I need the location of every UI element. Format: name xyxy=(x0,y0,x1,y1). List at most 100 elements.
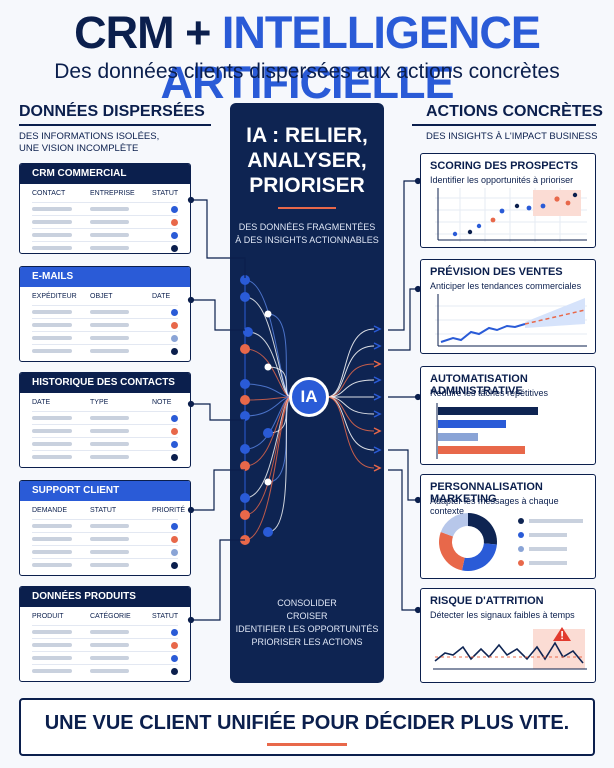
status-dot xyxy=(171,334,179,342)
card-title: PERSONNALISATION MARKETING xyxy=(430,481,543,505)
placeholder-bar xyxy=(32,246,72,250)
placeholder-bar xyxy=(32,336,72,340)
data-node xyxy=(240,461,250,471)
placeholder-bar xyxy=(32,323,72,327)
left-connector xyxy=(191,299,245,331)
placeholder-bar xyxy=(89,643,130,647)
center-subtitle-line-2: À DES INSIGHTS ACTIONNABLES xyxy=(235,235,379,245)
placeholder-bar xyxy=(89,630,130,634)
connector-dot xyxy=(187,400,195,408)
placeholder-bar xyxy=(32,220,72,224)
bar-chart-icon xyxy=(436,403,538,459)
right-subheading: DES INSIGHTS À L'IMPACT BUSINESS xyxy=(426,131,598,142)
card-title: RISQUE D'ATTRITION xyxy=(430,595,544,607)
card-title: SUPPORT CLIENT xyxy=(20,481,190,501)
placeholder-bar xyxy=(32,550,72,554)
footer-text: UNE VUE CLIENT UNIFIÉE POUR DÉCIDER PLUS… xyxy=(44,712,570,734)
status-dot xyxy=(171,440,179,448)
status-dot xyxy=(171,667,179,675)
table-row xyxy=(32,344,179,357)
card-title: CRM COMMERCIAL xyxy=(20,164,190,184)
card-title: PRÉVISION DES VENTES xyxy=(430,266,563,278)
data-node xyxy=(240,395,250,405)
card-scoring-prospects: SCORING DES PROSPECTS Identifier les opp… xyxy=(420,153,596,248)
column-header: ENTREPRISE xyxy=(90,190,135,197)
connection-line xyxy=(267,396,292,533)
connector-dot xyxy=(187,196,195,204)
column-header: DEMANDE xyxy=(32,507,68,514)
footer-accent-line xyxy=(267,743,347,746)
output-line xyxy=(326,328,375,398)
placeholder-bar xyxy=(32,233,72,237)
left-heading: DONNÉES DISPERSÉES xyxy=(19,103,205,120)
placeholder-bar xyxy=(89,429,130,433)
data-node xyxy=(243,327,253,337)
placeholder-bar xyxy=(32,442,72,446)
status-dot xyxy=(171,414,179,422)
data-node xyxy=(240,379,250,389)
status-dot xyxy=(171,628,179,636)
status-dot xyxy=(171,308,179,316)
arrow-head-icon xyxy=(373,464,382,472)
output-line xyxy=(326,396,375,469)
placeholder-bar xyxy=(89,563,130,567)
column-header: CATÉGORIE xyxy=(90,613,131,620)
donut-chart-icon xyxy=(439,513,583,572)
placeholder-bar xyxy=(32,656,72,660)
status-dot xyxy=(171,641,179,649)
table-row xyxy=(32,215,179,228)
connection-line xyxy=(267,313,292,398)
table-row xyxy=(32,437,179,450)
table-row xyxy=(32,532,179,545)
placeholder-bar xyxy=(32,207,72,211)
footer-banner xyxy=(19,698,595,756)
column-header: DATE xyxy=(152,293,171,300)
status-dot xyxy=(171,522,179,530)
status-dot xyxy=(171,231,179,239)
status-dot xyxy=(171,244,179,252)
action-identifier: IDENTIFIER LES OPPORTUNITÉS xyxy=(235,624,379,634)
placeholder-bar xyxy=(89,220,130,224)
placeholder-bar xyxy=(89,207,130,211)
data-node xyxy=(264,310,272,318)
placeholder-bar xyxy=(32,630,72,634)
arrow-head-icon xyxy=(373,342,382,350)
ia-hub-icon: IA xyxy=(289,377,329,417)
table-row xyxy=(32,545,179,558)
card-title: SCORING DES PROSPECTS xyxy=(430,160,578,172)
table-row xyxy=(32,424,179,437)
forecast-line-icon xyxy=(435,294,587,347)
card-desc: Réduire les tâches répétitives xyxy=(430,388,549,398)
arrow-head-icon xyxy=(373,427,382,435)
right-heading: ACTIONS CONCRÈTES xyxy=(426,103,603,120)
placeholder-bar xyxy=(89,349,130,353)
status-dot xyxy=(171,205,179,213)
table-row xyxy=(32,228,179,241)
data-node xyxy=(240,275,250,285)
card-desc: Adapter les messages à chaque contexte xyxy=(430,496,559,516)
right-connector xyxy=(388,449,418,501)
placeholder-bar xyxy=(32,669,72,673)
status-dot xyxy=(171,654,179,662)
status-dot xyxy=(171,535,179,543)
left-connector xyxy=(191,403,245,421)
card-risque-attrition: RISQUE D'ATTRITION Détecter les signaux … xyxy=(420,588,596,683)
output-line xyxy=(326,345,375,398)
table-row xyxy=(32,305,179,318)
placeholder-bar xyxy=(89,537,130,541)
action-croiser: CROISER xyxy=(286,611,328,621)
column-header: STATUT xyxy=(90,507,117,514)
placeholder-bar xyxy=(89,524,130,528)
page-subtitle: Des données clients dispersées aux actio… xyxy=(54,60,560,83)
table-row xyxy=(32,638,179,651)
center-actions-list: CONSOLIDER CROISER IDENTIFIER LES OPPORT… xyxy=(230,597,384,649)
data-node xyxy=(264,478,272,486)
table-row xyxy=(32,625,179,638)
table-row xyxy=(32,519,179,532)
data-node xyxy=(264,363,272,371)
status-dot xyxy=(171,347,179,355)
